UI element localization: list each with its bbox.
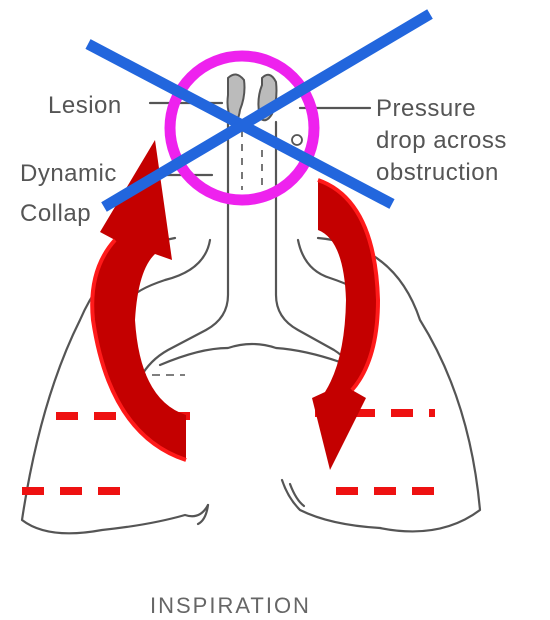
phase-caption: INSPIRATION <box>150 592 311 620</box>
right-curved-arrow <box>312 180 378 470</box>
pressure-label-line1: Pressure <box>376 95 476 123</box>
flow-marker-circle <box>292 135 302 145</box>
pressure-label-line2: drop across <box>376 127 507 155</box>
lesion-label: Lesion <box>48 92 122 120</box>
bronchi-inner <box>160 344 340 365</box>
diaphragm-markers <box>22 413 448 491</box>
pressure-label-line3: obstruction <box>376 159 499 187</box>
dynamic-collapse-label-line1: Dynamic <box>20 160 117 188</box>
dynamic-collapse-label-line2: Collap <box>20 200 91 228</box>
carina-right <box>290 484 304 506</box>
